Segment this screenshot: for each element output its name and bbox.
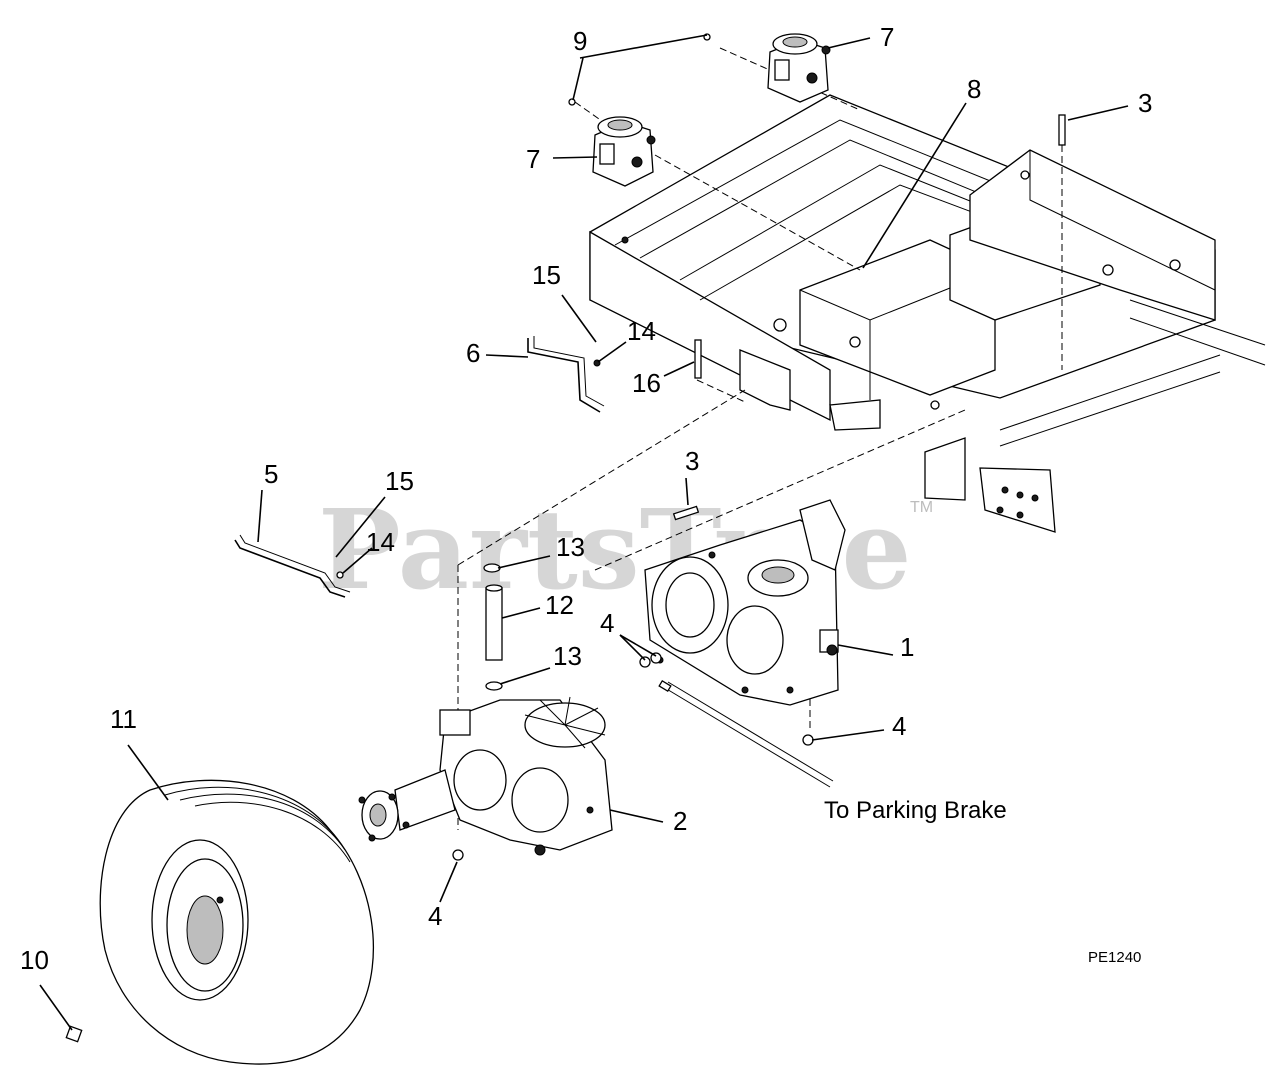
part-4-nut-c [802,734,814,746]
callout-3-upper: 3 [1138,88,1152,118]
part-13-clip-upper [483,563,501,573]
callout-11: 11 [110,704,137,734]
watermark-tm: TM [910,499,933,516]
part-7-upper [767,33,831,103]
part-3-bolts [672,114,1066,521]
part-10-valve-stem [65,1025,83,1043]
callout-10: 10 [20,945,49,975]
callout-6: 6 [466,338,480,368]
part-6-bracket [527,338,601,413]
callout-5: 5 [264,459,278,489]
part-4-nut-b [650,652,662,664]
part-5-rod [234,539,346,598]
callouts: 1 2 3 3 4 4 4 5 6 7 7 8 9 10 11 12 13 13… [20,22,1152,975]
part-9-pins [568,33,711,106]
part-1-transaxle [644,499,846,706]
callout-15-upper: 15 [532,260,561,290]
watermark: PartsTree TM [318,485,933,614]
part-4-nut-d [452,849,464,861]
callout-3-lower: 3 [685,446,699,476]
parking-brake-note: To Parking Brake [824,797,1007,824]
callout-9: 9 [573,26,587,56]
callout-4-bottom-nut: 4 [428,901,442,931]
callout-8: 8 [967,74,981,104]
part-13-clip-lower [485,681,503,691]
callout-13-upper: 13 [556,532,585,562]
part-11-tire [99,779,374,1065]
callout-4-right-nut: 4 [892,711,906,741]
callout-12: 12 [545,590,574,620]
parking-brake-rod [658,679,834,788]
callout-7-lower: 7 [526,144,540,174]
part-12-tube [485,584,503,661]
callout-13-lower: 13 [553,641,582,671]
callout-4-left-nuts: 4 [600,608,614,638]
callout-14-upper: 14 [627,316,656,346]
part-16-bolt [694,339,702,379]
callout-16: 16 [632,368,661,398]
callout-14-lower: 14 [366,527,395,557]
part-7-lower [592,116,656,187]
part-2-transaxle [358,696,613,856]
leader-lines [39,34,1129,1031]
figure-code: PE1240 [1088,949,1141,966]
part-4-nut-a [639,656,651,668]
callout-1: 1 [900,632,914,662]
callout-15-lower: 15 [385,466,414,496]
callout-2: 2 [673,806,687,836]
callout-7-upper: 7 [880,22,894,52]
